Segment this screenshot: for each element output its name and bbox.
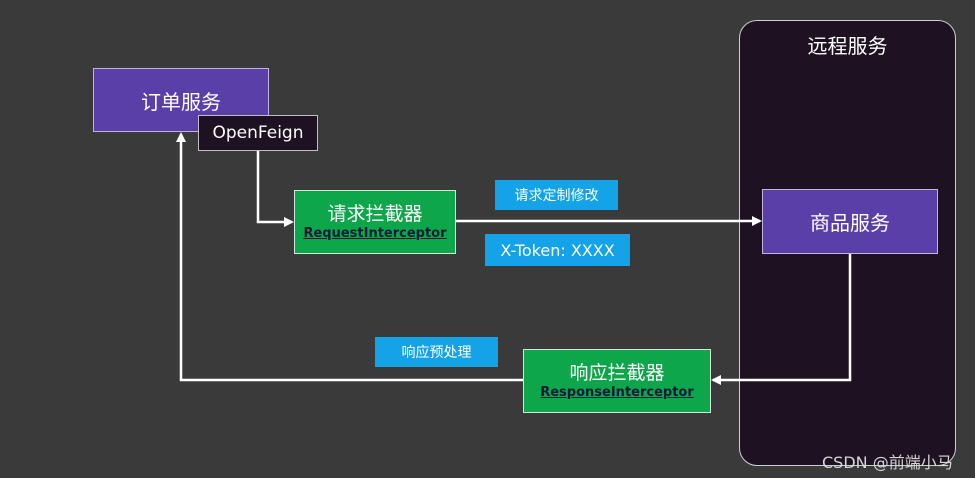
watermark: CSDN @前端小马 bbox=[822, 453, 953, 472]
openfeign-label: OpenFeign bbox=[212, 123, 304, 143]
response-interceptor-subtitle: ResponseInterceptor bbox=[540, 385, 694, 400]
request-interceptor-box: 请求拦截器 RequestInterceptor bbox=[294, 190, 456, 254]
request-modify-tag: 请求定制修改 bbox=[495, 180, 618, 210]
arrow-product-to-response bbox=[711, 254, 852, 385]
request-interceptor-subtitle: RequestInterceptor bbox=[303, 226, 447, 241]
request-modify-label: 请求定制修改 bbox=[514, 188, 599, 204]
token-tag: X-Token: XXXX bbox=[485, 234, 630, 266]
product-service-label: 商品服务 bbox=[810, 211, 890, 235]
arrow-feign-to-request bbox=[256, 151, 294, 227]
order-service-label: 订单服务 bbox=[141, 89, 221, 114]
token-label: X-Token: XXXX bbox=[500, 240, 615, 260]
response-interceptor-box: 响应拦截器 ResponseInterceptor bbox=[523, 349, 711, 413]
remote-service-title: 远程服务 bbox=[807, 34, 888, 58]
order-service-box: 订单服务 bbox=[93, 68, 269, 132]
product-service-box: 商品服务 bbox=[762, 189, 938, 254]
arrow-response-to-order bbox=[176, 132, 523, 382]
openfeign-box: OpenFeign bbox=[198, 115, 318, 151]
response-preprocess-tag: 响应预处理 bbox=[375, 337, 498, 367]
response-preprocess-label: 响应预处理 bbox=[401, 345, 472, 361]
response-interceptor-title: 响应拦截器 bbox=[569, 362, 665, 384]
request-interceptor-title: 请求拦截器 bbox=[327, 203, 423, 225]
